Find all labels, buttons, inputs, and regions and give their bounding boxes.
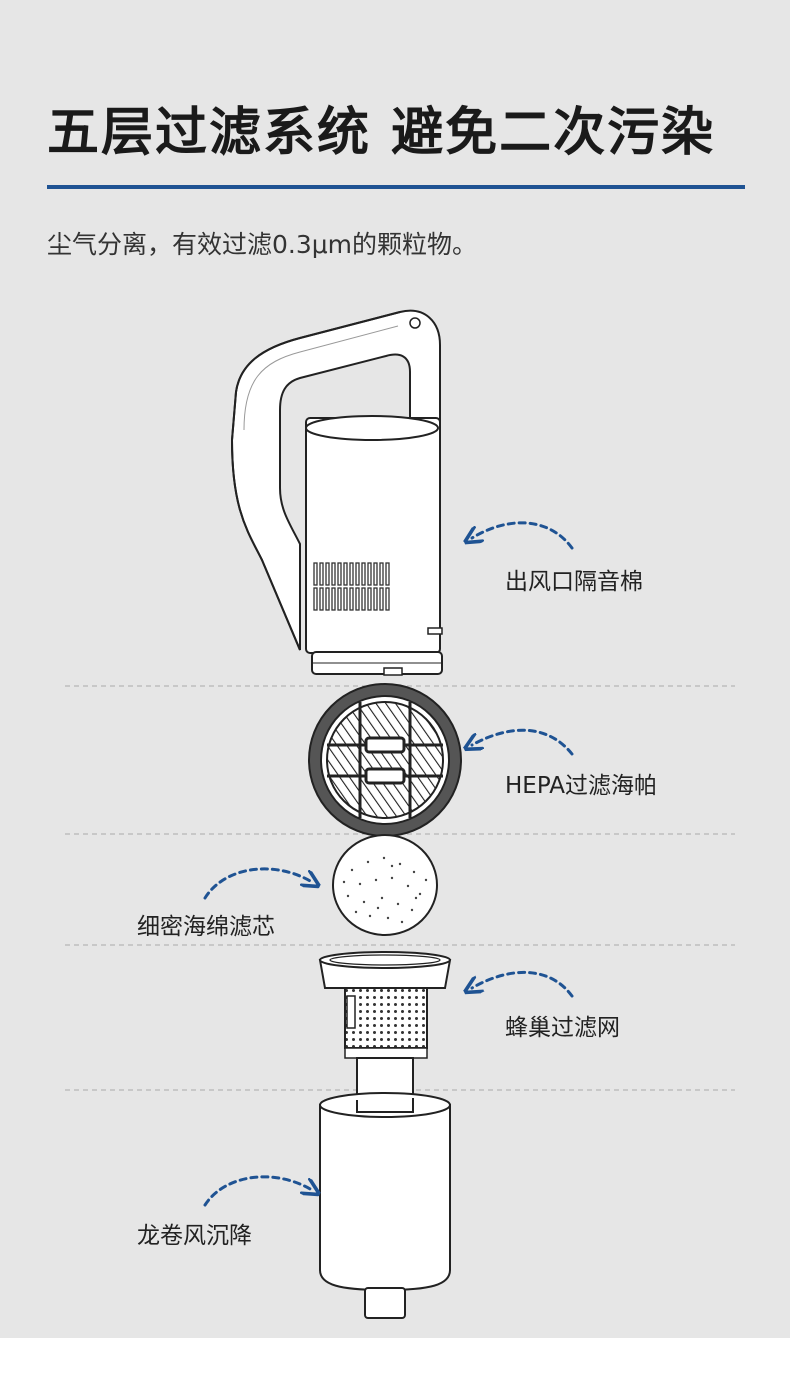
hepa-filter-drawing: [308, 683, 462, 837]
layer-label-hepa: HEPA过滤海帕: [505, 773, 657, 799]
arrow-icon: [472, 521, 574, 550]
arrow-icon: [203, 867, 312, 900]
page-title: 五层过滤系统 避免二次污染: [47, 103, 716, 163]
layer-label-cyclone: 龙卷风沉降: [137, 1223, 252, 1249]
exhaust-vents: [313, 562, 390, 611]
layer-label-sponge: 细密海绵滤芯: [137, 914, 275, 940]
arrow-icon: [472, 971, 574, 998]
callout-arrows: [203, 521, 574, 1207]
layer-label-exhaust-sound-insulation: 出风口隔音棉: [505, 569, 643, 595]
mesh-filter-drawing: [318, 951, 452, 1111]
motor-head-drawing: [230, 309, 443, 676]
cyclone-chamber-drawing: [319, 1092, 451, 1319]
bottom-band: [0, 1338, 790, 1373]
arrow-icon: [203, 1175, 312, 1207]
page-subtitle: 尘气分离，有效过滤0.3μm的颗粒物。: [47, 230, 478, 259]
sponge-filter-drawing: [332, 834, 438, 936]
layer-label-honeycomb-mesh: 蜂巢过滤网: [505, 1015, 620, 1041]
title-divider: [47, 185, 745, 189]
arrow-icon: [472, 728, 574, 756]
